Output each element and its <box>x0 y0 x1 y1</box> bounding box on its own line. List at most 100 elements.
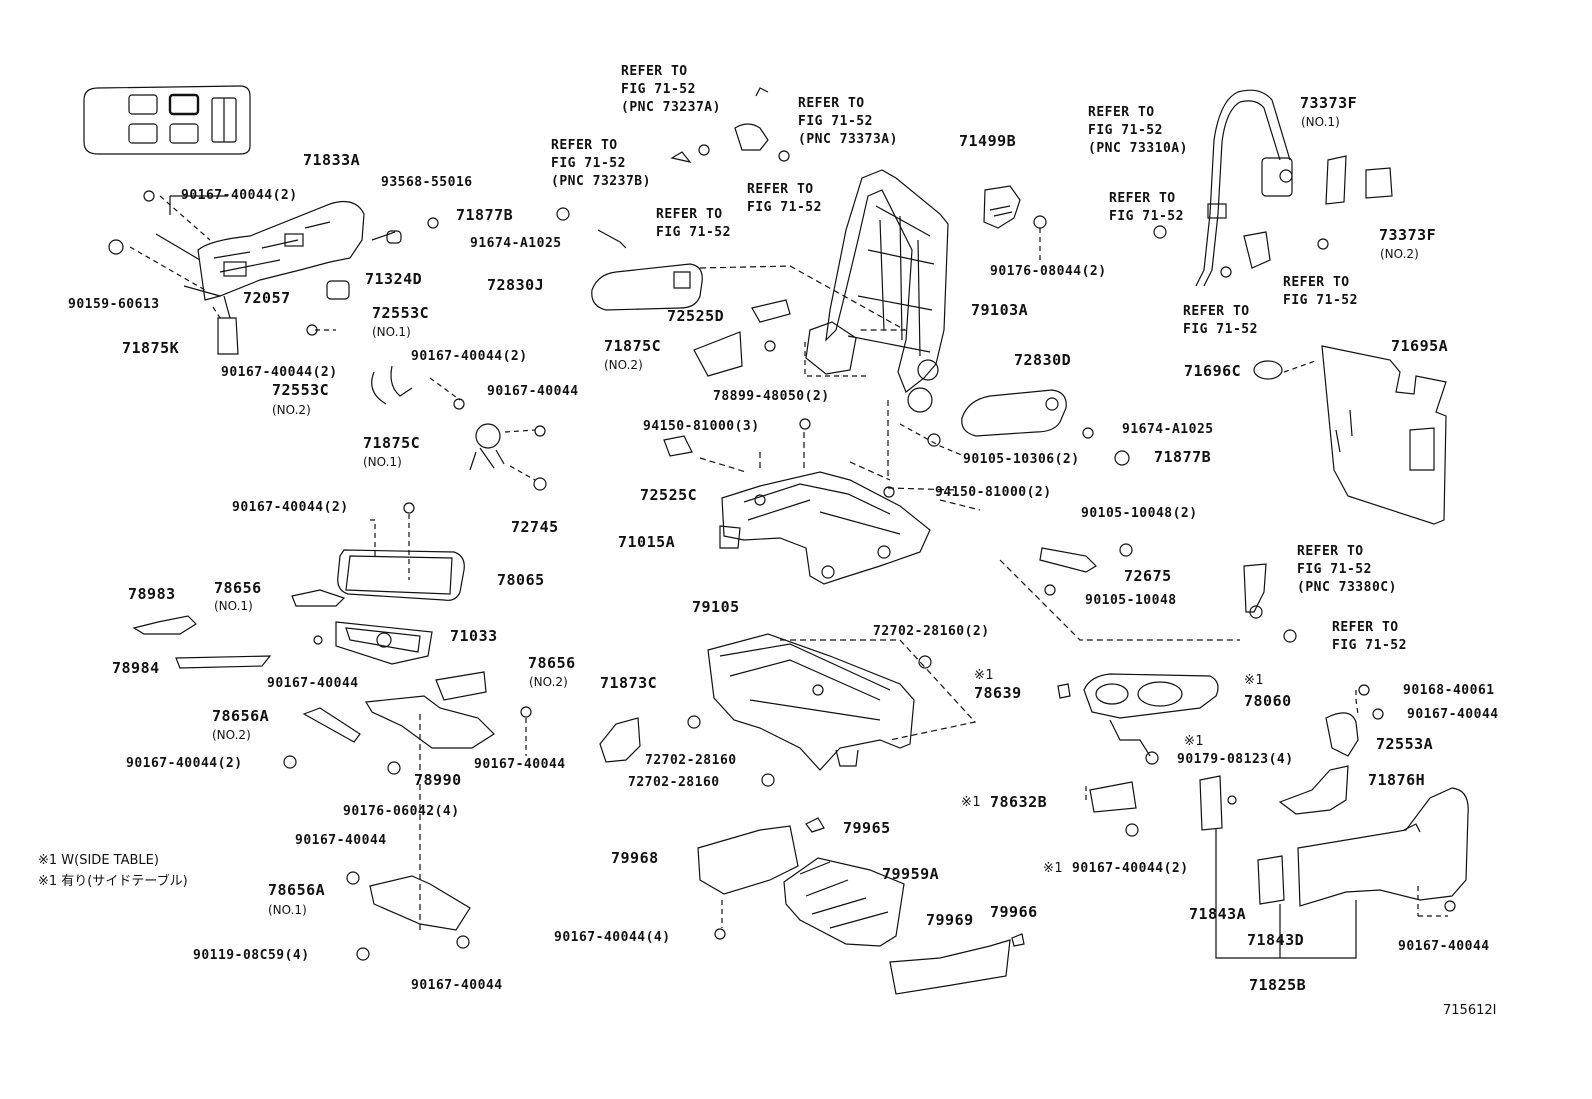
part-label-79968: 79968 <box>611 849 659 867</box>
part-label-90168-40061: 90168-40061 <box>1403 683 1495 698</box>
part-label-93568-55016: 93568-55016 <box>381 175 473 190</box>
part-label-90167-40044: 90167-40044 <box>1407 707 1499 722</box>
part-label-72057: 72057 <box>243 289 291 307</box>
part-label-90167-40044: 90167-40044 <box>1398 939 1490 954</box>
refer-note-line: (PNC 73380C) <box>1297 580 1397 595</box>
part-label-71875C: 71875C <box>604 337 662 355</box>
refer-note-line: FIG 71-52 <box>798 114 873 129</box>
refer-note-line: FIG 71-52 <box>656 225 731 240</box>
refer-note-line: (PNC 73237B) <box>551 174 651 189</box>
part-label-72525D: 72525D <box>667 307 725 325</box>
part-label-72830J: 72830J <box>487 276 545 294</box>
part-label-94150-81000-3: 94150-81000(3) <box>643 419 760 434</box>
refer-note-line: (PNC 73237A) <box>621 100 721 115</box>
part-note-no1: (NO.1) <box>1301 115 1340 129</box>
part-label-79959A: 79959A <box>882 865 940 883</box>
part-label-72553A: 72553A <box>1376 735 1434 753</box>
part-label-78656A: 78656A <box>268 881 326 899</box>
part-label-78983: 78983 <box>128 585 176 603</box>
part-label-73373F: 73373F <box>1300 94 1358 112</box>
part-label-72702-28160-2: 72702-28160(2) <box>873 624 990 639</box>
variant-mark: ※1 <box>961 795 982 810</box>
part-label-90105-10306-2: 90105-10306(2) <box>963 452 1080 467</box>
refer-note-line: REFER TO <box>1183 304 1250 319</box>
part-label-71324D: 71324D <box>365 270 423 288</box>
part-label-79965: 79965 <box>843 819 891 837</box>
part-label-71695A: 71695A <box>1391 337 1449 355</box>
part-label-71499B: 71499B <box>959 132 1017 150</box>
part-label-90167-40044-2: 90167-40044(2) <box>411 349 528 364</box>
variant-mark: ※1 <box>974 668 995 683</box>
refer-note-line: FIG 71-52 <box>1183 322 1258 337</box>
part-label-73373F: 73373F <box>1379 226 1437 244</box>
refer-note-line: (PNC 73373A) <box>798 132 898 147</box>
part-label-90167-40044: 90167-40044 <box>487 384 579 399</box>
part-label-91674-A1025: 91674-A1025 <box>1122 422 1214 437</box>
refer-note-line: REFER TO <box>551 138 618 153</box>
part-label-71875C: 71875C <box>363 434 421 452</box>
part-label-71843D: 71843D <box>1247 931 1305 949</box>
side-cover-71833A-shape <box>155 195 396 319</box>
part-label-90179-08123-4: 90179-08123(4) <box>1177 752 1294 767</box>
part-label-71877B: 71877B <box>1154 448 1212 466</box>
part-label-90119-08C59-4: 90119-08C59(4) <box>193 948 310 963</box>
part-label-72830D: 72830D <box>1014 351 1072 369</box>
part-label-78065: 78065 <box>497 571 545 589</box>
part-label-90167-40044: 90167-40044 <box>474 757 566 772</box>
part-label-90105-10048-2: 90105-10048(2) <box>1081 506 1198 521</box>
part-label-71875K: 71875K <box>122 339 180 357</box>
part-label-90167-40044: 90167-40044 <box>267 676 359 691</box>
part-label-90105-10048: 90105-10048 <box>1085 593 1177 608</box>
refer-note-line: FIG 71-52 <box>1109 209 1184 224</box>
part-label-90167-40044: 90167-40044 <box>295 833 387 848</box>
part-label-72745: 72745 <box>511 518 559 536</box>
part-label-72675: 72675 <box>1124 567 1172 585</box>
figure-id: 715612I <box>1443 1003 1497 1018</box>
part-note-no2: (NO.2) <box>272 403 311 417</box>
variant-mark: ※1 <box>1184 734 1205 749</box>
refer-note-line: FIG 71-52 <box>747 200 822 215</box>
refer-note-line: FIG 71-52 <box>551 156 626 171</box>
refer-note-line: FIG 71-52 <box>621 82 696 97</box>
part-label-72702-28160: 72702-28160 <box>645 753 737 768</box>
part-label-78656A: 78656A <box>212 707 270 725</box>
refer-note-line: FIG 71-52 <box>1283 293 1358 308</box>
part-note-no1: (NO.1) <box>214 599 253 613</box>
footnote-side-table-jp: ※1 有り(サイドテーブル) <box>38 874 188 889</box>
part-label-79966: 79966 <box>990 903 1038 921</box>
part-label-90159-60613: 90159-60613 <box>68 297 160 312</box>
part-label-90167-40044-2: 90167-40044(2) <box>126 756 243 771</box>
part-label-90167-40044-2: 90167-40044(2) <box>232 500 349 515</box>
part-label-72553C: 72553C <box>372 304 430 322</box>
part-label-71843A: 71843A <box>1189 905 1247 923</box>
refer-note-line: REFER TO <box>621 64 688 79</box>
variant-mark: ※1 <box>1244 673 1265 688</box>
part-label-78899-48050-2: 78899-48050(2) <box>713 389 830 404</box>
refer-note-line: REFER TO <box>1109 191 1176 206</box>
part-label-71877B: 71877B <box>456 206 514 224</box>
footnote-side-table-en: ※1 W(SIDE TABLE) <box>38 853 159 868</box>
refer-note-line: (PNC 73310A) <box>1088 141 1188 156</box>
bolt-shapes-left <box>129 195 536 481</box>
part-label-71873C: 71873C <box>600 674 658 692</box>
part-label-78632B: 78632B <box>990 793 1048 811</box>
part-label-78639: 78639 <box>974 684 1022 702</box>
part-label-78984: 78984 <box>112 659 160 677</box>
part-note-no2: (NO.2) <box>529 675 568 689</box>
part-label-71696C: 71696C <box>1184 362 1242 380</box>
part-note-no1: (NO.1) <box>372 325 411 339</box>
part-label-79969: 79969 <box>926 911 974 929</box>
part-label-71876H: 71876H <box>1368 771 1426 789</box>
part-label-90167-40044-2: 90167-40044(2) <box>1072 861 1189 876</box>
part-label-78990: 78990 <box>414 771 462 789</box>
part-label-72702-28160: 72702-28160 <box>628 775 720 790</box>
seat-back-frame-shape <box>825 169 949 413</box>
part-label-71015A: 71015A <box>618 533 676 551</box>
vehicle-locator-icon <box>83 85 251 155</box>
part-note-no1: (NO.1) <box>363 455 402 469</box>
part-label-90176-06042-4: 90176-06042(4) <box>343 804 460 819</box>
part-label-90167-40044: 90167-40044 <box>411 978 503 993</box>
part-note-no2: (NO.2) <box>604 358 643 372</box>
part-label-72553C: 72553C <box>272 381 330 399</box>
